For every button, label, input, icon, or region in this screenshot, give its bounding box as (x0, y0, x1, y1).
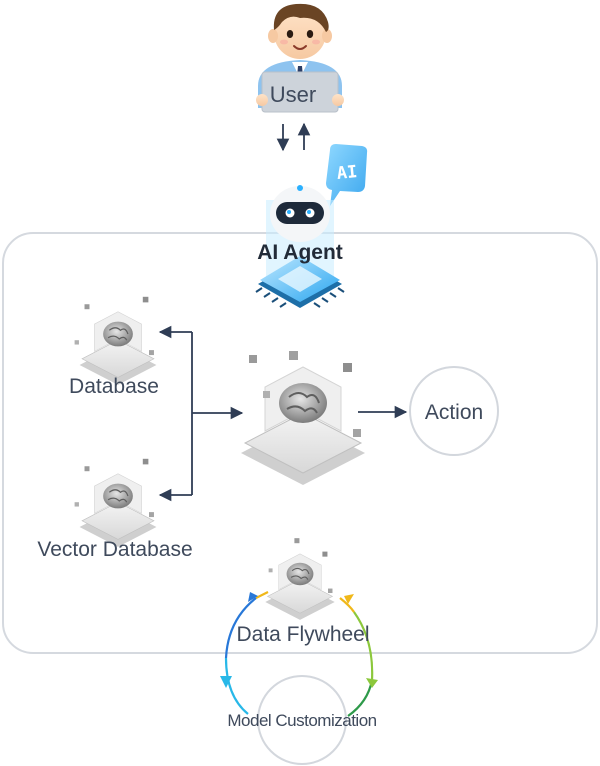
brain-chip-icon (241, 351, 365, 485)
database-label: Database (69, 375, 159, 398)
action-label: Action (425, 401, 483, 424)
customization-node: Model Customization (227, 675, 377, 765)
user-avatar-icon (256, 3, 344, 113)
action-node: Action (409, 366, 499, 456)
vector-database-node: Vector Database (37, 458, 193, 561)
user-label: User (270, 82, 316, 107)
agent-node: AI AI Agent (255, 144, 368, 308)
brain-chip-icon (74, 458, 157, 547)
loop-segment-yellow (255, 591, 355, 613)
loop-segment-cyan (224, 657, 249, 715)
robot-icon (270, 185, 330, 242)
ai-speech-bubble: AI (326, 144, 368, 206)
vector-database-label: Vector Database (37, 538, 192, 561)
brain-chip-icon (74, 296, 157, 385)
customization-label: Model Customization (227, 711, 376, 730)
user-node: User (256, 3, 344, 113)
db-connectors (158, 325, 244, 502)
flywheel-label: Data Flywheel (236, 623, 369, 646)
flywheel-node: Data Flywheel (236, 538, 370, 646)
loop-segment-green (353, 611, 374, 681)
chip-icon (255, 256, 345, 308)
database-node: Database (69, 296, 159, 398)
agent-label: AI Agent (257, 241, 343, 264)
core-brain-node (241, 351, 365, 485)
loop-segment-blue (224, 597, 257, 659)
ai-badge-text: AI (336, 162, 358, 184)
brain-chip-icon (265, 538, 335, 620)
